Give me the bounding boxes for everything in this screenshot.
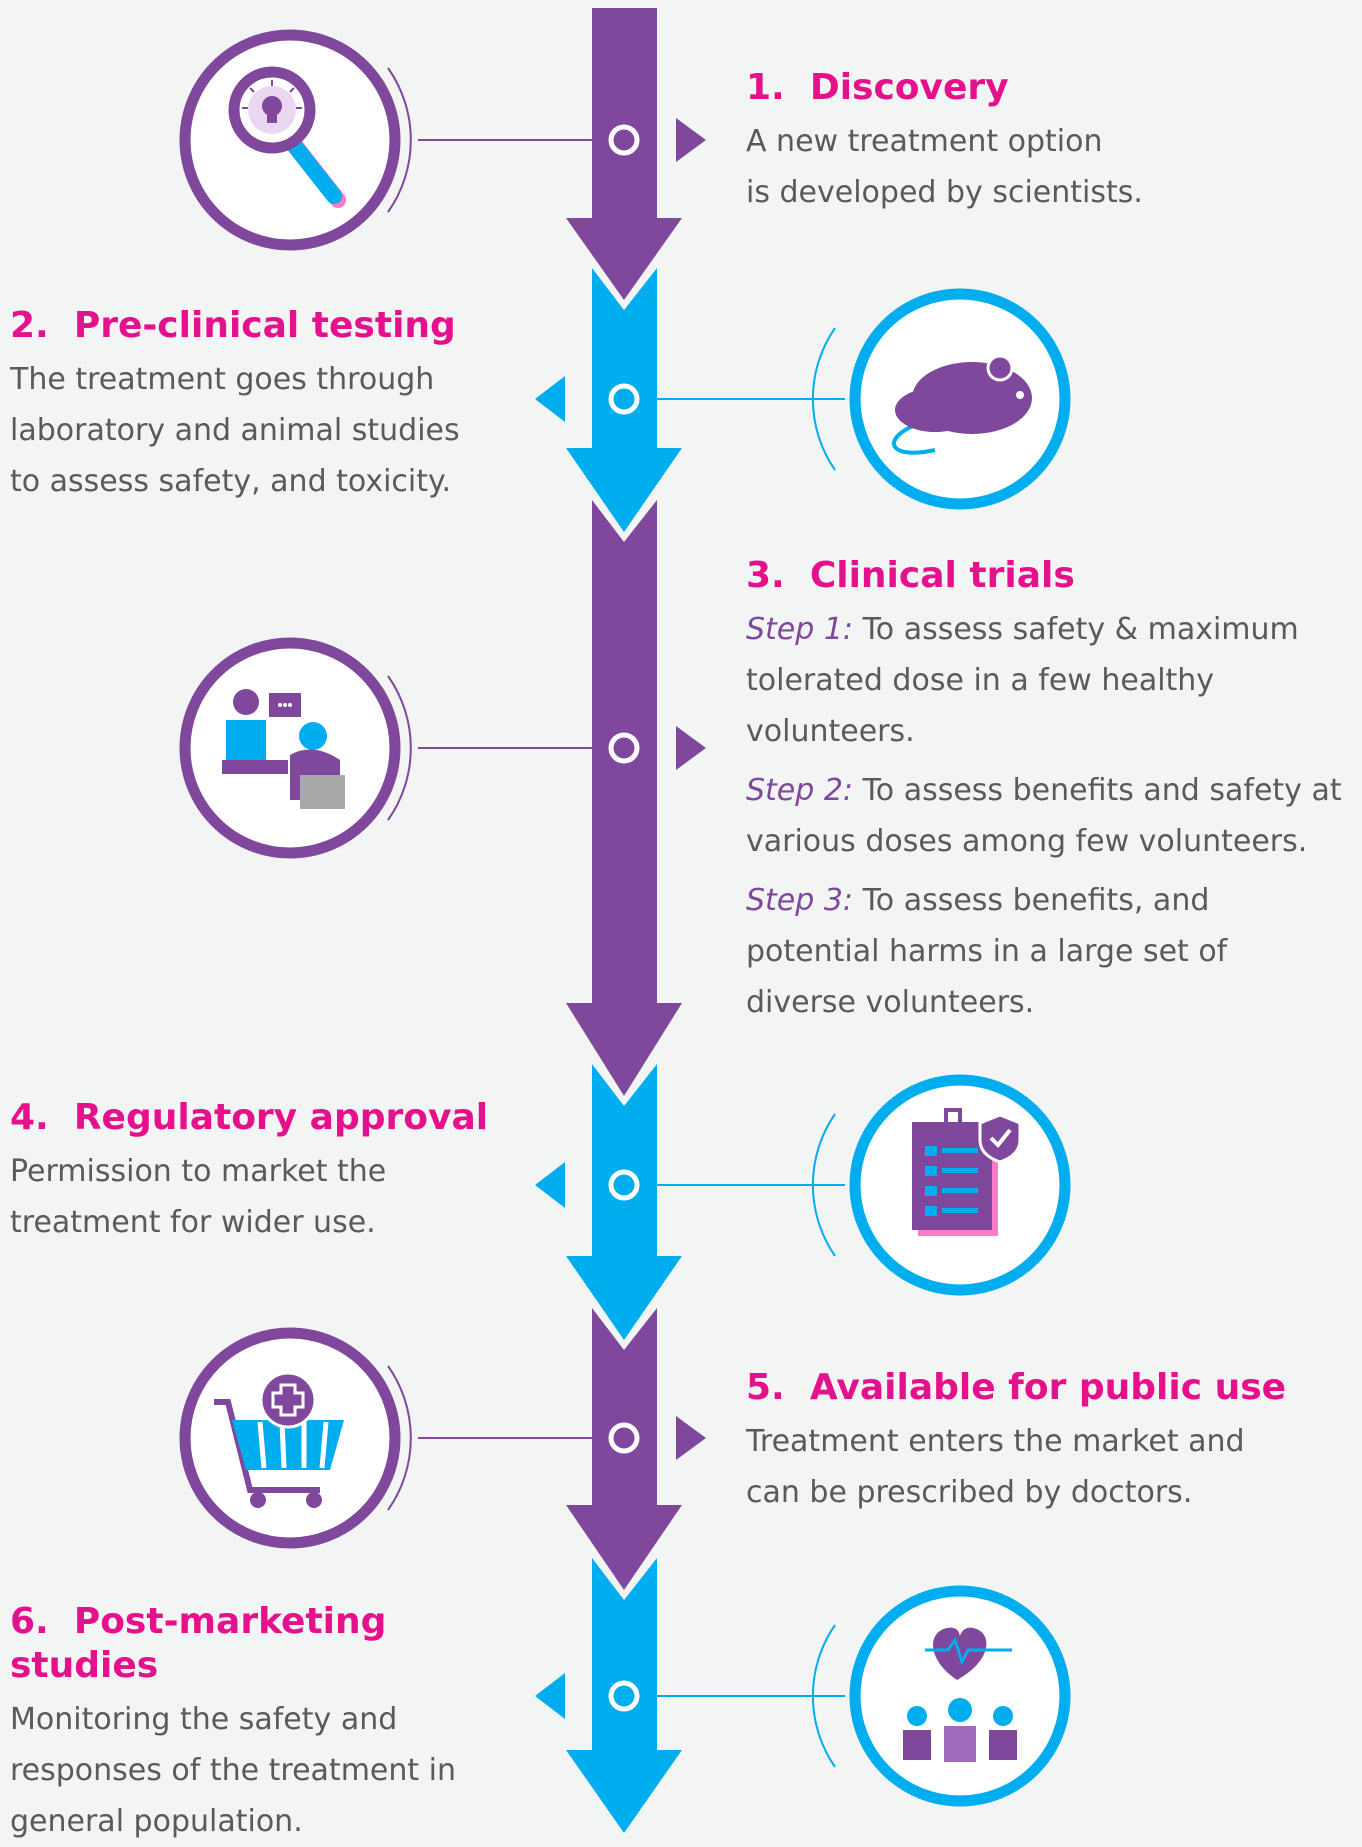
stage-2-title: 2. Pre-clinical testing	[10, 305, 456, 346]
arrow-segment-6	[566, 1558, 682, 1833]
arrow-segment-2	[566, 268, 682, 532]
stage-6-text: 6. Post-marketing studies Monitoring the…	[10, 1600, 530, 1847]
node-marker-5	[608, 1422, 640, 1454]
population-health-icon	[811, 1585, 1071, 1807]
stage-1-text: 1. Discovery A new treatment option is d…	[746, 66, 1346, 218]
step-1-label: Step 1:	[746, 612, 854, 647]
shopping-cart-icon	[179, 1327, 412, 1549]
doctor-patient-consultation-icon	[179, 637, 412, 859]
stage-3-text: 3. Clinical trials Step 1: To assess saf…	[746, 554, 1356, 1036]
pointer-triangle-3	[676, 726, 706, 770]
stage-4-title: 4. Regulatory approval	[10, 1097, 489, 1138]
step-3-text: To assess benefits, and potential harms …	[746, 883, 1228, 1020]
clinical-step-2: Step 2: To assess benefits and safety at…	[746, 765, 1356, 867]
stage-5-text: 5. Available for public use Treatment en…	[746, 1366, 1356, 1518]
pointer-triangle-5	[676, 1416, 706, 1460]
stage-3-steps: Step 1: To assess safety & maximum toler…	[746, 604, 1356, 1028]
step-3-label: Step 3:	[746, 883, 854, 918]
stage-4-description: Permission to market the treatment for w…	[10, 1154, 387, 1240]
node-marker-3	[608, 732, 640, 764]
stage-2-description: The treatment goes through laboratory an…	[10, 362, 460, 499]
pointer-triangle-4	[535, 1162, 565, 1208]
pointer-triangle-2	[535, 376, 565, 422]
stage-5-description: Treatment enters the market and can be p…	[746, 1424, 1245, 1510]
arrow-segment-3	[566, 500, 682, 1096]
stage-5-title: 5. Available for public use	[746, 1367, 1287, 1408]
step-1-text: To assess safety & maximum tolerated dos…	[746, 612, 1299, 749]
node-marker-4	[608, 1169, 640, 1201]
stage-6-description: Monitoring the safety and responses of t…	[10, 1702, 457, 1839]
pointer-triangle-6	[535, 1673, 565, 1719]
pointer-triangle-1	[676, 118, 706, 162]
approved-checklist-icon	[811, 1074, 1071, 1296]
lab-mouse-icon	[811, 288, 1071, 510]
clinical-step-1: Step 1: To assess safety & maximum toler…	[746, 604, 1356, 757]
magnifying-glass-lightbulb-icon	[179, 29, 412, 251]
step-2-text: To assess benefits and safety at various…	[746, 773, 1342, 859]
stage-1-description: A new treatment option is developed by s…	[746, 124, 1143, 210]
node-marker-1	[608, 124, 640, 156]
clinical-step-3: Step 3: To assess benefits, and potentia…	[746, 875, 1356, 1028]
node-marker-6	[608, 1680, 640, 1712]
stage-6-title: 6. Post-marketing studies	[10, 1601, 387, 1686]
stage-4-text: 4. Regulatory approval Permission to mar…	[10, 1096, 530, 1248]
arrow-segment-4	[566, 1064, 682, 1340]
step-2-label: Step 2:	[746, 773, 854, 808]
stage-1-title: 1. Discovery	[746, 67, 1009, 108]
stage-3-title: 3. Clinical trials	[746, 555, 1075, 596]
stage-2-text: 2. Pre-clinical testing The treatment go…	[10, 304, 530, 507]
node-marker-2	[608, 383, 640, 415]
